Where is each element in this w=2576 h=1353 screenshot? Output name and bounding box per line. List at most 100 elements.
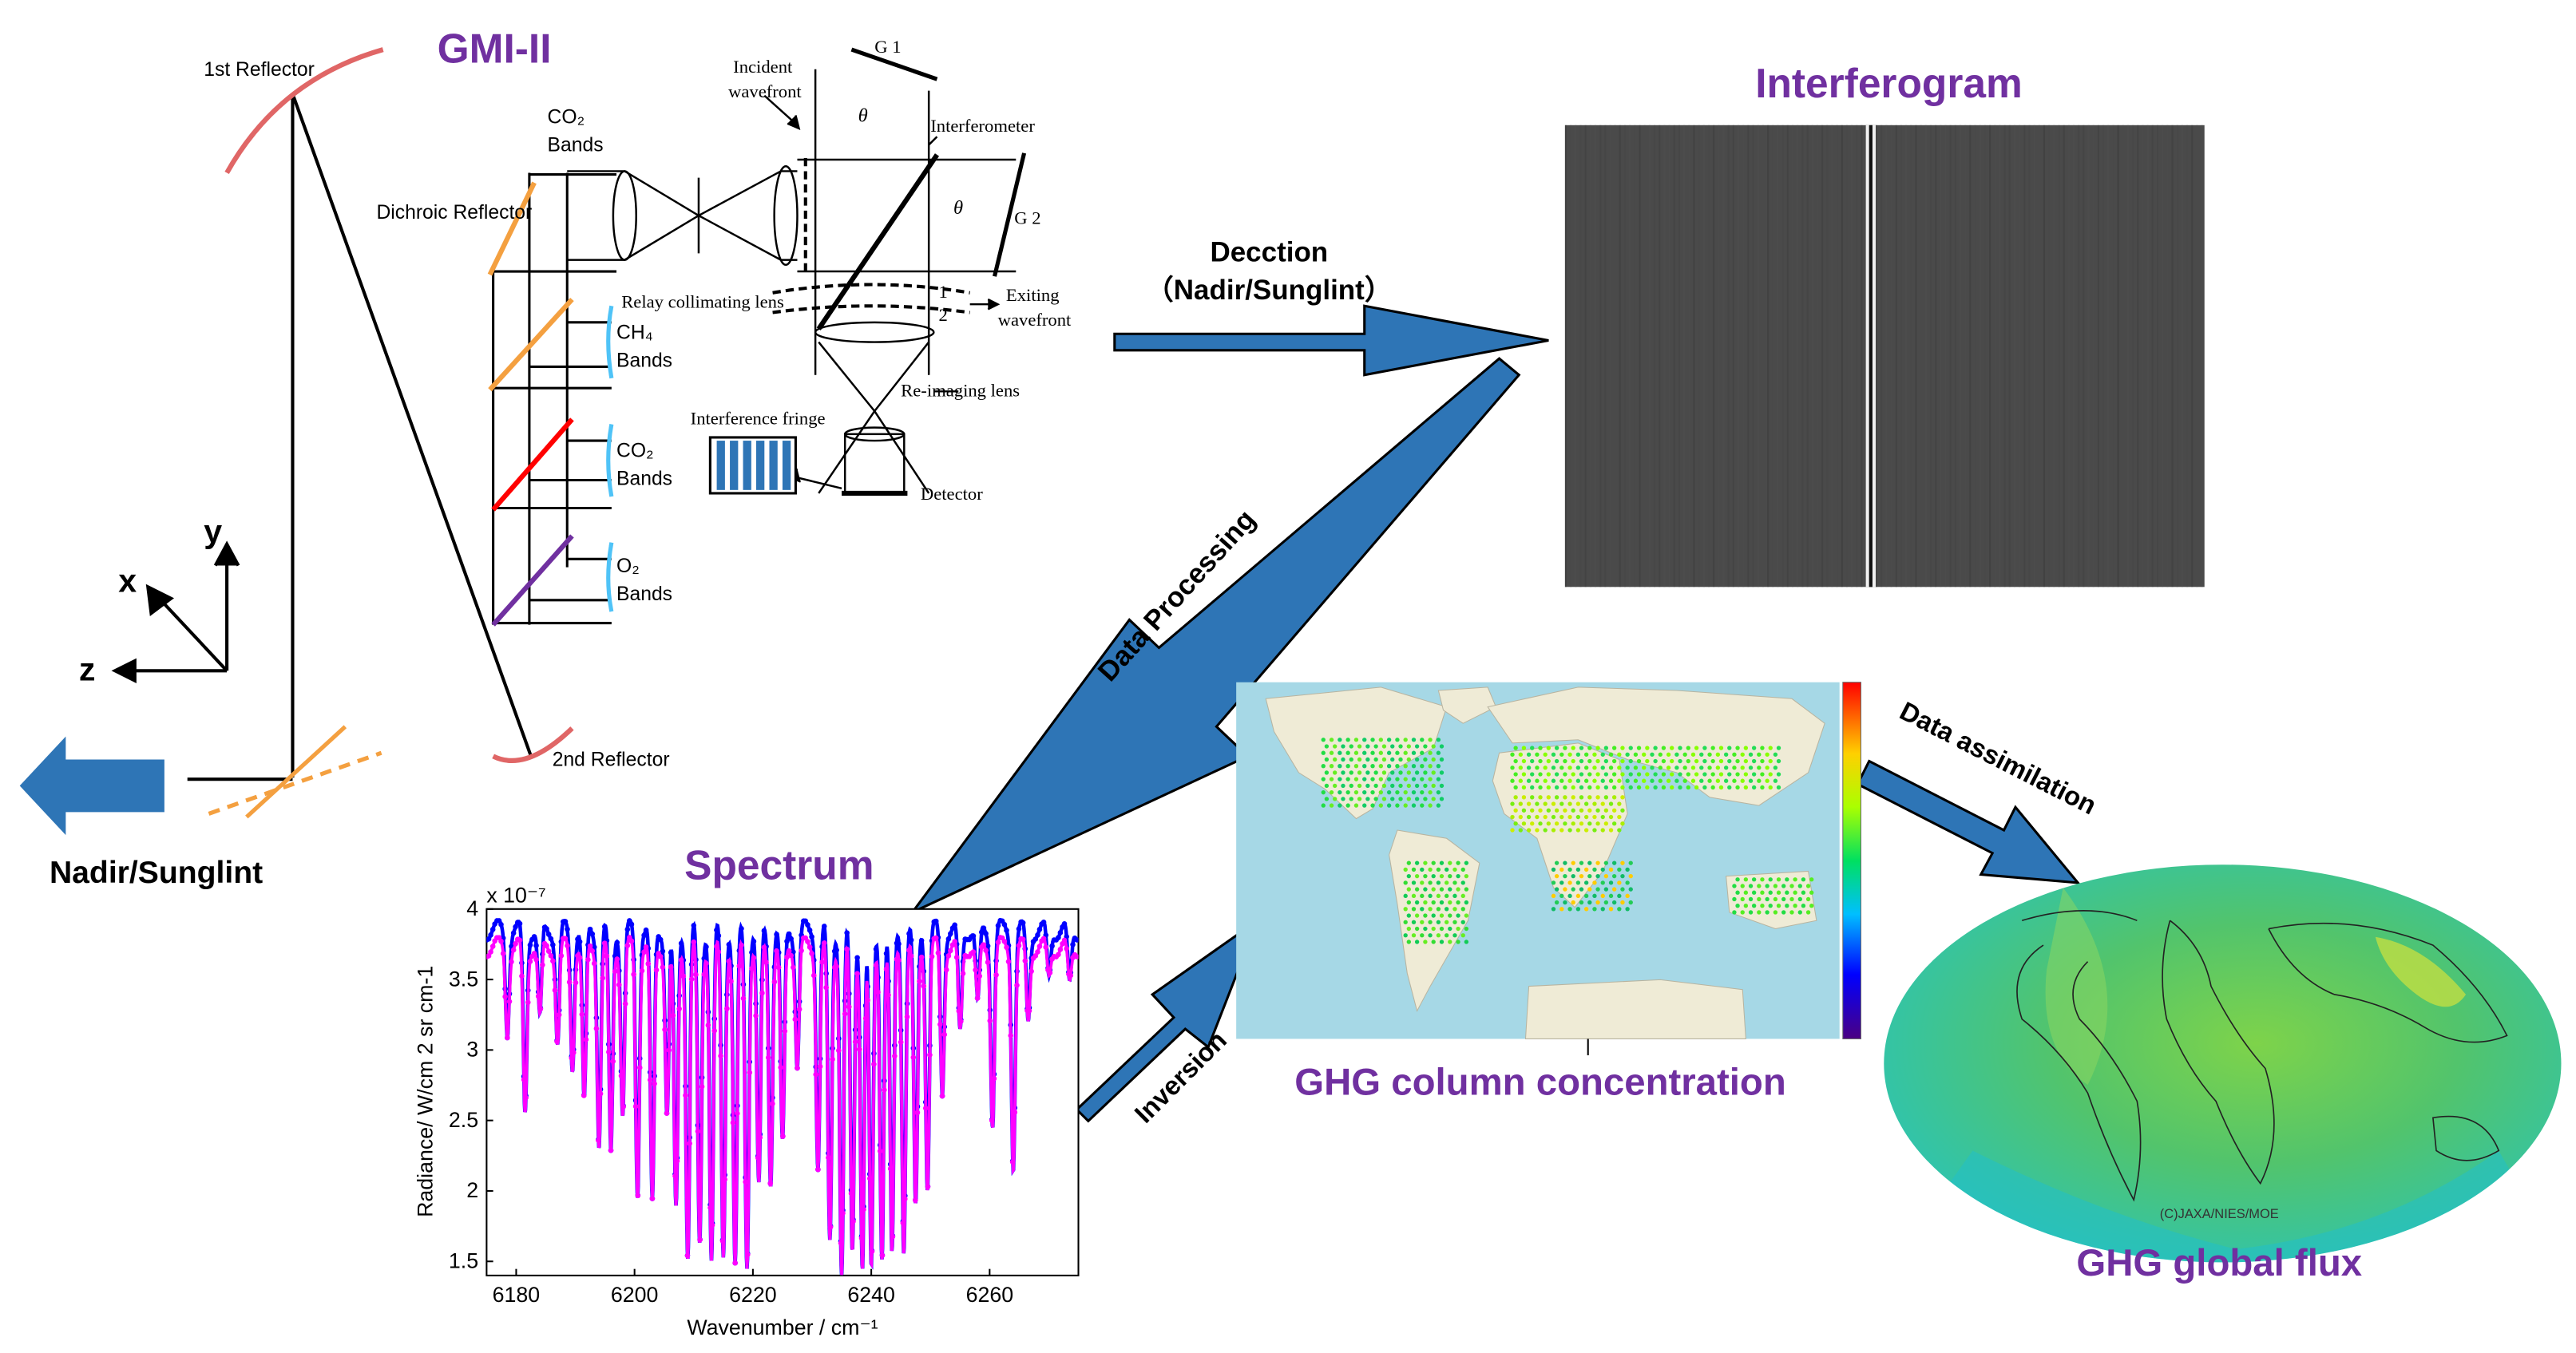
spectrum-point <box>632 1103 639 1110</box>
gmi-title: GMI-II <box>438 26 552 72</box>
map-dot <box>1583 867 1589 872</box>
map-dot <box>1653 758 1658 764</box>
map-dot <box>1732 896 1737 902</box>
map-dot <box>1699 778 1704 783</box>
map-dot <box>1543 801 1548 806</box>
spectrum-point <box>908 953 914 959</box>
spectrum-point <box>983 947 989 953</box>
map-dot <box>1373 797 1378 801</box>
map-dot <box>1521 772 1527 777</box>
y-tick-label: 4 <box>466 896 478 920</box>
map-dot <box>1423 744 1428 749</box>
interferogram-stripe <box>2038 125 2040 587</box>
interferogram-stripe <box>1994 125 1996 587</box>
spectrum-point <box>780 1133 786 1139</box>
map-dot <box>1575 752 1581 757</box>
map-dot <box>1521 758 1527 764</box>
spectrum-point <box>1068 972 1074 979</box>
data-assimilation-arrow-icon <box>1856 759 2081 884</box>
map-dot <box>1423 873 1428 879</box>
map-dot <box>1530 795 1535 800</box>
ghg-column-map <box>1236 682 1861 1056</box>
map-dot <box>1526 828 1532 833</box>
map-dot <box>1543 752 1548 757</box>
map-dot <box>1628 900 1633 905</box>
spectrum-title: Spectrum <box>684 842 874 888</box>
interferogram-stripe <box>2092 125 2094 587</box>
map-dot <box>1718 758 1724 764</box>
spectrum-point <box>745 1252 751 1258</box>
map-dot <box>1579 873 1584 879</box>
map-dot <box>1620 873 1625 879</box>
map-dot <box>1559 814 1564 820</box>
map-dot <box>1650 766 1655 770</box>
spectrum-point <box>890 1234 896 1240</box>
spectrum-point <box>596 1137 601 1143</box>
spectrum-point <box>817 1063 823 1070</box>
map-dot <box>1718 772 1724 777</box>
dichroic-stack <box>492 172 617 625</box>
interferogram-stripe <box>2132 125 2134 587</box>
spectrum-point <box>739 926 744 932</box>
map-dot <box>1464 926 1469 932</box>
spectrum-point <box>985 959 991 965</box>
ch4-mirror <box>488 297 574 392</box>
map-dot <box>1543 766 1548 770</box>
map-dot <box>1636 758 1642 764</box>
spectrum-point <box>726 941 732 947</box>
interferogram-stripe <box>1634 125 1636 587</box>
map-dot <box>1526 801 1532 806</box>
interferogram-stripe <box>1910 125 1912 587</box>
spectrum-point <box>854 955 860 961</box>
spectrum-point <box>521 1077 527 1082</box>
map-dot <box>1628 887 1633 892</box>
spectrum-point <box>691 939 697 945</box>
map-dot <box>1370 803 1375 808</box>
y-tick-label: 2 <box>466 1178 478 1202</box>
interferogram-stripe <box>2117 125 2119 587</box>
interferogram-stripe <box>1648 125 1651 587</box>
interferogram-stripe <box>1604 125 1607 587</box>
spectrum-point <box>879 1252 886 1259</box>
map-dot <box>1702 746 1707 750</box>
reimaging-lens-label: Re-imaging lens <box>901 380 1020 400</box>
map-dot <box>1727 772 1732 777</box>
spectrum-point <box>606 1049 612 1055</box>
interferogram-stripe <box>2181 125 2183 587</box>
map-dot <box>1603 821 1609 826</box>
interferogram-stripe <box>1742 125 1745 587</box>
map-dot <box>1620 785 1625 790</box>
map-dot <box>1431 900 1436 905</box>
map-dot <box>1439 873 1445 879</box>
map-dot <box>1743 877 1749 882</box>
map-dot <box>1608 907 1614 912</box>
map-dot <box>1439 860 1445 865</box>
map-dot <box>1554 860 1559 865</box>
map-dot <box>1628 785 1633 790</box>
spectrum-point <box>784 938 790 944</box>
map-dot <box>1801 904 1806 908</box>
map-dot <box>1642 766 1647 770</box>
spectrum-point <box>645 961 652 967</box>
spectrum-point <box>601 940 608 946</box>
map-dot <box>1617 752 1622 757</box>
map-dot <box>1579 772 1584 777</box>
spectrum-point <box>620 1104 626 1110</box>
interferogram-stripe <box>1738 125 1740 587</box>
map-dot <box>1518 814 1523 820</box>
map-dot <box>1620 795 1625 800</box>
map-dot <box>1611 746 1617 750</box>
map-dot <box>1428 803 1433 808</box>
map-dot <box>1431 783 1436 789</box>
map-dot <box>1510 766 1515 770</box>
incident-label-1: Incident <box>733 57 793 77</box>
spectrum-point <box>641 949 647 955</box>
spectrum-point <box>765 1054 771 1061</box>
spectrum-point <box>1020 920 1026 926</box>
map-dot <box>1521 821 1527 826</box>
spectrum-point <box>755 1155 761 1161</box>
map-dot <box>1653 785 1658 790</box>
map-dot <box>1710 746 1715 750</box>
spectrum-point <box>1028 968 1034 975</box>
